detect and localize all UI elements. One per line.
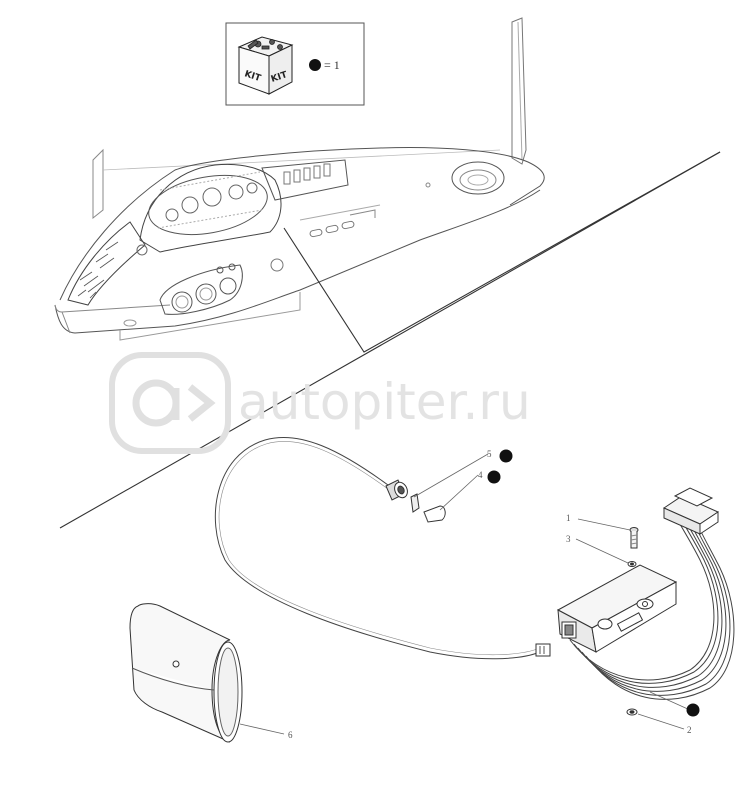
cable-assembly: [214, 436, 551, 660]
callout-leader-6: [239, 723, 285, 735]
callouts: [239, 453, 691, 735]
left-switch-panel: [67, 221, 146, 306]
document-pouch-part-6: [129, 603, 243, 743]
cable-connector: [535, 643, 551, 657]
key-part-5: [410, 493, 420, 513]
lower-gauge-bezel: [159, 264, 243, 315]
callout-leader-2: [637, 713, 685, 730]
nut-part-2: [626, 708, 638, 716]
instrument-cluster-face: [148, 175, 268, 235]
watermark-logo-box: [109, 352, 231, 454]
callout-leader-harness: [649, 691, 691, 711]
dashboard-front: [54, 189, 541, 334]
callout-label-2: 2: [687, 725, 692, 735]
callout-leader-5: [413, 453, 489, 498]
callout-label-3: 3: [566, 534, 571, 544]
lower-gauges: [171, 263, 237, 313]
callout-label-4: 4: [478, 470, 483, 480]
kit-legend: KIT KIT = 1: [225, 22, 365, 106]
control-module: [556, 564, 678, 653]
callout-leader-4: [439, 474, 479, 511]
kit-parts-icon: [247, 39, 283, 50]
callout-label-1: 1: [566, 513, 571, 523]
dashboard-round-dial: [451, 161, 505, 195]
washer-part-3: [627, 561, 637, 567]
cab-pillar-right: [511, 17, 527, 165]
kit-marker-dot: [309, 59, 321, 71]
instrument-cluster-housing: [139, 163, 282, 253]
wiring-harness: [569, 509, 735, 700]
dashboard-illustration: [54, 17, 545, 341]
kit-box-icon: KIT KIT: [237, 36, 294, 95]
key-part-4: [423, 505, 446, 523]
key-switch-head: [385, 479, 420, 513]
kit-equals-label: = 1: [324, 58, 340, 72]
watermark-text: autopiter.ru: [238, 373, 531, 431]
harness-connector: [662, 487, 720, 535]
kit-marker-4: [487, 470, 501, 484]
callout-label-6: 6: [288, 730, 293, 740]
cluster-side-panel: [261, 159, 349, 201]
cab-pillar-left: [92, 148, 104, 220]
kit-marker-5: [499, 449, 513, 463]
cable: [214, 436, 541, 660]
callout-label-5: 5: [487, 449, 492, 459]
cluster-gauges: [157, 171, 263, 229]
watermark-logo-arrow: [187, 384, 216, 422]
bolt-part-1: [629, 527, 639, 549]
watermark-logo-a: [132, 379, 180, 427]
dashboard-vents: [299, 204, 381, 238]
kit-marker-harness: [686, 703, 700, 717]
callout-leader-3: [575, 538, 629, 564]
section-divider-line: [59, 151, 721, 529]
callout-leader-1: [577, 518, 631, 531]
detail-pointer-line: [283, 151, 721, 353]
dashboard-top: [59, 147, 545, 301]
watermark: autopiter.ru: [109, 352, 531, 454]
